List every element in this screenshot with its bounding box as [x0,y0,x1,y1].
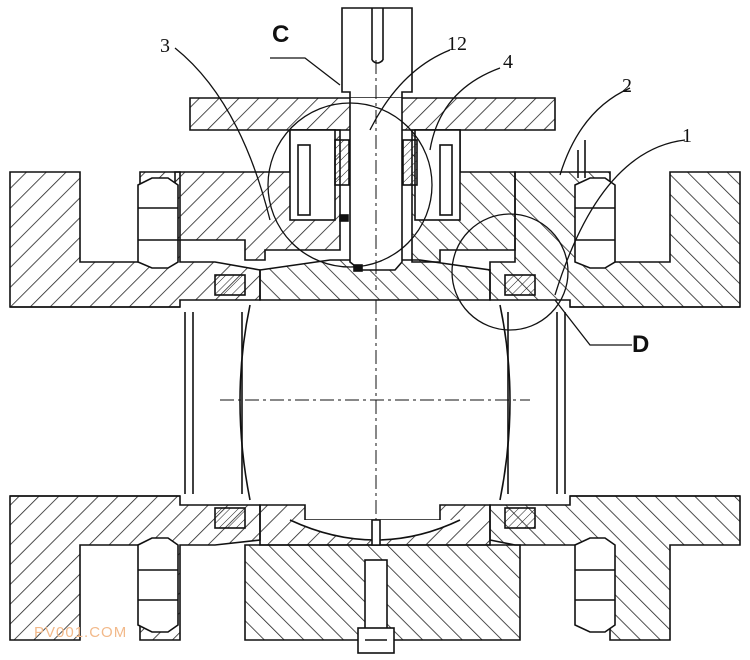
seat-rings [214,274,536,529]
label-part-4: 4 [503,51,513,73]
label-d: D [632,331,649,358]
detail-circle-c [267,102,433,268]
stem-packing [289,129,461,272]
ball [10,300,740,546]
detail-circle-d [451,213,569,331]
label-part-1: 1 [682,125,692,147]
label-part-12: 12 [447,33,467,55]
watermark: PV001.COM [34,624,128,641]
left-end-cap [9,171,261,641]
bottom-trunnion [357,559,395,654]
stem [341,7,413,290]
label-c: C [272,21,289,48]
bolts [137,140,616,633]
label-part-3: 3 [160,35,170,57]
leader-lines [174,47,686,346]
label-part-2: 2 [622,75,632,97]
